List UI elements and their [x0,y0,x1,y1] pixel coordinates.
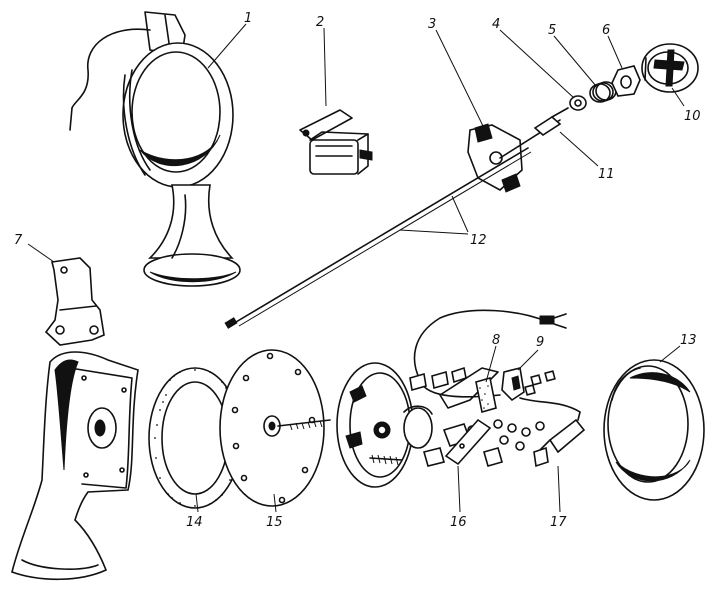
callout-1: 1 [244,11,252,26]
part-15-diaphragm [219,349,331,507]
part-3-contact-plate [467,123,523,193]
callout-13: 13 [680,333,697,348]
part-1-assembled-horn [69,11,241,287]
part-14-gasket [148,367,242,509]
callout-4: 4 [492,17,500,32]
callout-2: 2 [316,15,324,30]
callout-17: 17 [550,515,567,530]
callout-14: 14 [186,515,203,530]
horn-body [11,351,139,581]
callout-9: 9 [536,335,544,350]
part-6-nut [611,65,641,97]
back-housing-assembly [336,309,586,488]
leader-lines [27,23,685,513]
part-5-spring [589,81,617,103]
callout-15: 15 [266,515,283,530]
part-4-washer [569,95,587,111]
part-11-adjusting-screw [499,107,569,159]
callout-7: 7 [14,233,23,248]
part-13-front-cover [603,359,705,501]
callout-16: 16 [450,515,467,530]
part-7-mounting-bracket [44,257,105,346]
callout-6: 6 [602,23,610,38]
callout-3: 3 [428,17,436,32]
callout-10: 10 [684,109,701,124]
part-12-rod [224,147,532,329]
part-2-relay [299,109,373,175]
callout-numbers: 1 2 3 4 5 6 7 8 9 10 11 12 13 14 15 16 1… [14,11,701,530]
part-10-cap [641,43,699,93]
callout-5: 5 [548,23,556,38]
callout-8: 8 [492,333,500,348]
callout-11: 11 [598,167,615,182]
callout-12: 12 [470,233,487,248]
